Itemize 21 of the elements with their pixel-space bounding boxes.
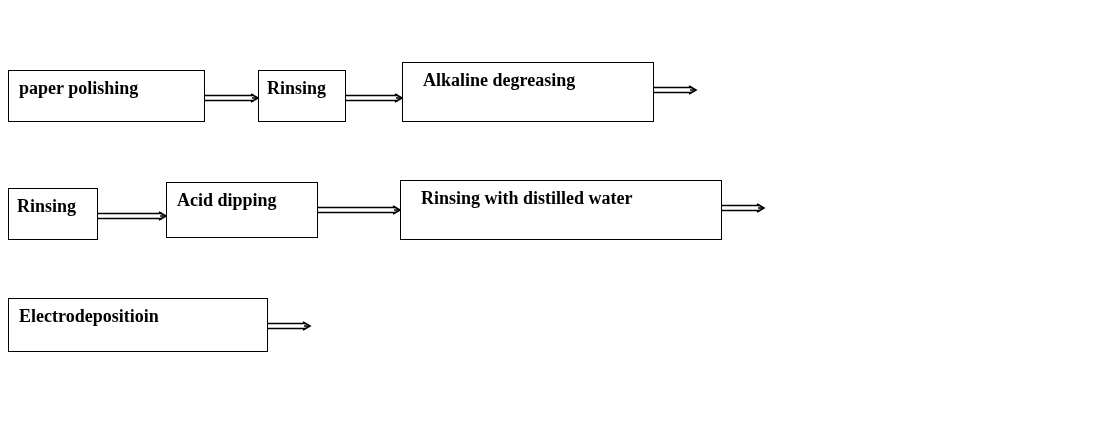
step-label: paper polishing [19, 77, 140, 100]
double-arrow [97, 211, 167, 221]
process-box [400, 180, 722, 240]
step-label: Rinsing [17, 195, 78, 218]
process-box [8, 188, 98, 240]
step-label: Alkaline degreasing [423, 69, 577, 92]
step-label: Rinsing [267, 77, 328, 100]
step-label: Electrodepositioin [19, 305, 160, 328]
double-arrow [267, 321, 311, 331]
double-arrow [721, 203, 765, 213]
process-box [402, 62, 654, 122]
step-label: Rinsing with distilled water [421, 187, 634, 210]
step-label: Acid dipping [177, 189, 278, 212]
double-arrow [653, 85, 697, 95]
process-box [258, 70, 346, 122]
double-arrow [345, 93, 403, 103]
process-box [8, 70, 205, 122]
process-box [8, 298, 268, 352]
double-arrow [317, 205, 401, 215]
process-box [166, 182, 318, 238]
double-arrow [204, 93, 259, 103]
